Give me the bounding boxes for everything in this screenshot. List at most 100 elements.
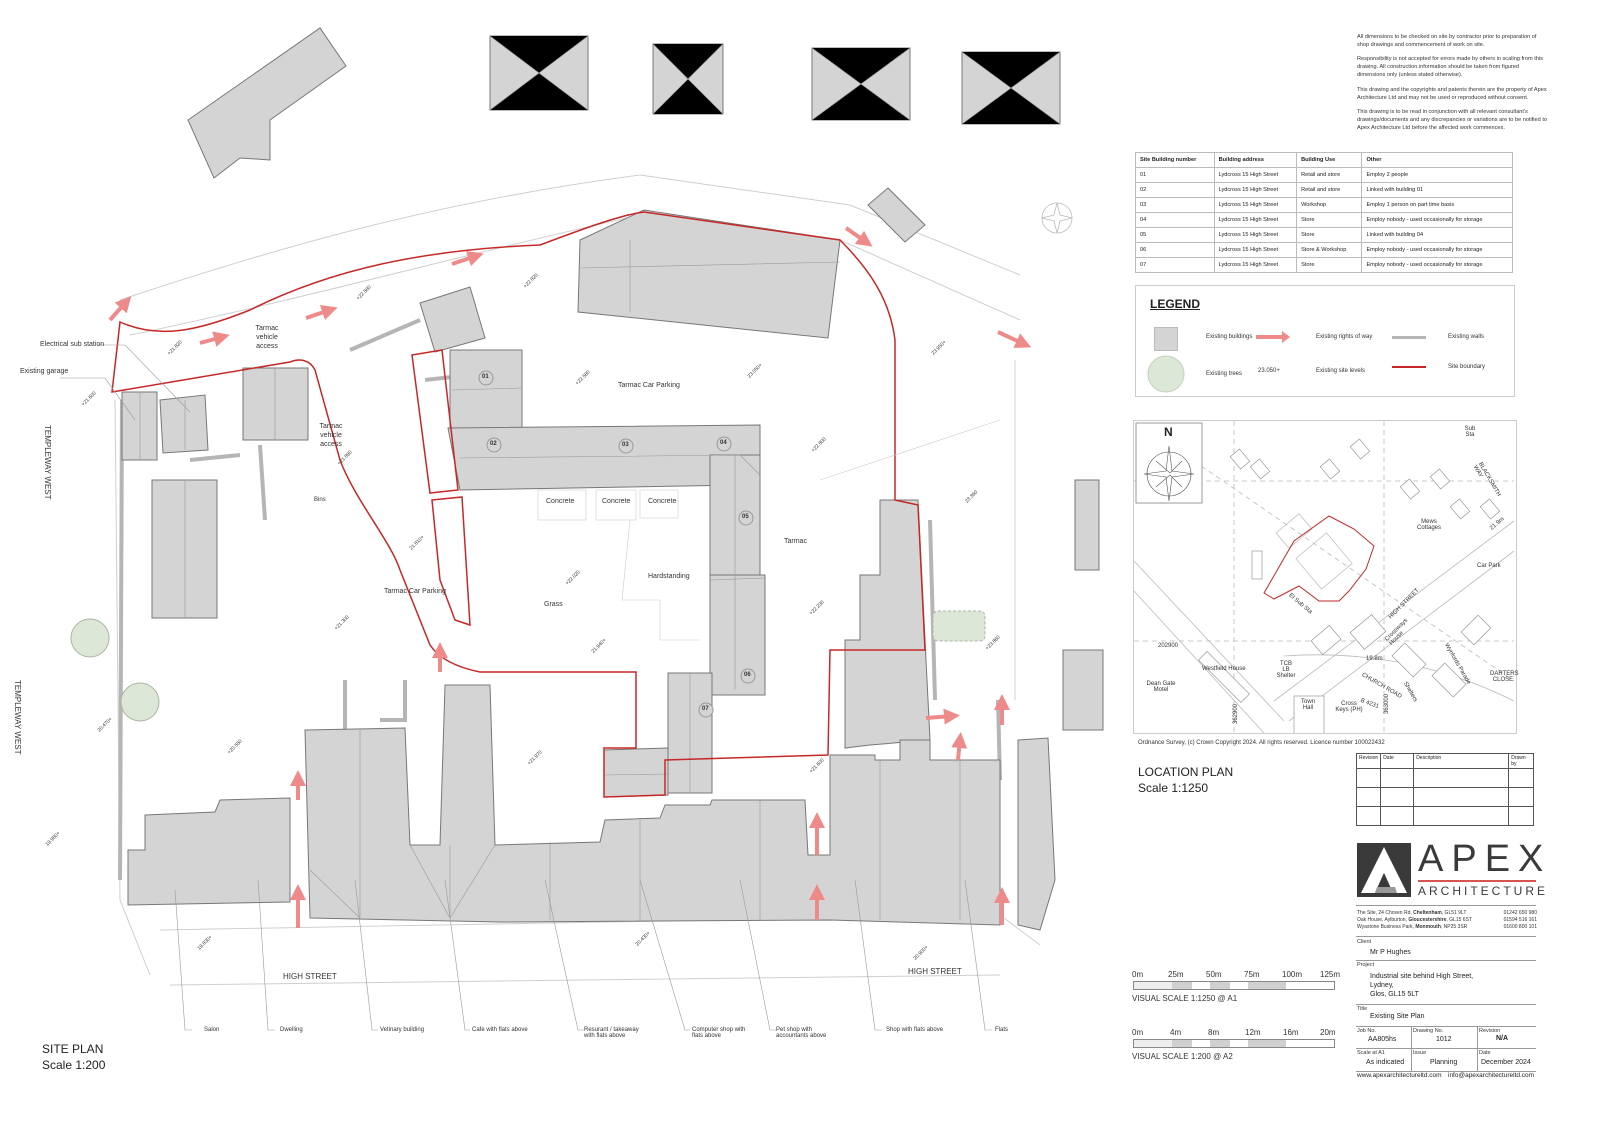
email-link[interactable]: info@apexarchitectureltd.com [1448,1072,1535,1079]
table-row [1355,787,1534,807]
table-row [1355,806,1534,826]
cell: Store [1296,227,1363,243]
area-tarmac: Tarmac [784,538,807,545]
use-salon: Salon [204,1027,220,1033]
map-label-town-hall: Town Hall [1300,699,1315,711]
area-bins: Bins [314,497,326,503]
scale-bar-graphic [1133,981,1335,990]
location-plan-heading: LOCATION PLAN [1138,765,1234,779]
use-computer-shop: Computer shop with flats above [692,1027,746,1039]
note: All dimensions to be checked on site by … [1357,34,1537,49]
title-block-grid: Job No. AA805hs Drawing No. 1012 Revisio… [1356,1026,1536,1072]
column-header: Date [1380,753,1415,769]
building-number-05: 05 [742,514,749,520]
cell: 01 [1135,167,1215,183]
callout-garage: Existing garage [20,368,69,375]
scale-label: VISUAL SCALE 1:200 @ A2 [1132,1052,1233,1061]
cell: Employ nobody - used occasionally for st… [1361,242,1513,258]
scale-tick: 50m [1206,970,1222,979]
map-label-tcb: TCB LB Shelter [1274,661,1298,679]
client-value: Mr P Hughes [1370,949,1411,956]
right-of-way-arrow-icon [1256,331,1290,343]
location-map-drawing [1133,421,1515,737]
website-link[interactable]: www.apexarchitectureltd.com [1357,1072,1442,1079]
drawing-notes: All dimensions to be checked on site by … [1357,33,1547,138]
location-plan-map: N Sub Sta Mews Cottages BLACKSMITH WAY 2… [1133,420,1519,737]
compass-rose-icon [1143,445,1195,502]
legend-boundary: Site boundary [1448,364,1486,370]
column-header: Building Use [1296,152,1363,168]
cell: Store [1296,257,1363,273]
map-label-tcb-3: Shelter [1276,673,1296,679]
scale-tick: 8m [1208,1028,1220,1037]
road-templeway-west-1: TEMPLEWAY WEST [43,425,52,500]
area-concrete-2: Concrete [602,498,631,505]
use-restaurant: Resurant / takeaway with flats above [584,1027,639,1039]
map-label-dean-gate: Dean Gate Motel [1146,681,1176,693]
map-label-tcb-2: LB [1282,667,1290,673]
column-header: Site Building number [1135,152,1215,168]
area-concrete-3: Concrete [648,498,677,505]
table-header-row: Site Building number Building address Bu… [1135,152,1513,168]
cell: Retail and store [1296,167,1363,183]
legend-walls: Existing walls [1448,334,1485,340]
scale-tick: 25m [1168,970,1184,979]
table-header-row: Revision Date Description Drawn by [1355,753,1534,769]
callout-sub-station: Electrical sub station [40,341,105,348]
map-label-darters: DARTERS CLOSE [1490,671,1519,683]
building-number-markers [478,370,756,718]
column-header: Building address [1213,152,1298,168]
legend-trees: Existing trees [1206,371,1243,377]
legend: LEGEND Existing buildings Existing right… [1135,285,1515,397]
drawing-no-label: Drawing No. [1413,1028,1444,1034]
legend-level-sample: 23.050+ [1258,368,1280,374]
logo-word: APEX [1418,838,1552,880]
building-number-01: 01 [482,374,489,380]
cell: Workshop [1296,197,1363,213]
area-hardstanding: Hardstanding [648,573,690,580]
building-number-06: 06 [744,672,751,678]
site-buildings [121,209,1056,931]
project-value: Industrial site behind High Street, Lydn… [1370,972,1473,999]
job-no-value: AA805hs [1368,1036,1397,1043]
logo-accent-line [1418,880,1536,882]
address-line: Wyastone Business Park, Monmouth, NP25 3… [1357,924,1537,930]
cell: 03 [1135,197,1215,213]
title-label: Title [1357,1006,1368,1012]
wall-line-icon [1392,336,1426,339]
site-boundary [111,211,926,798]
site-north-arrow [1041,202,1073,234]
address-line: Oak House, Aylburton, Gloucestershire, G… [1357,917,1537,923]
scale-tick: 16m [1283,1028,1299,1037]
column-header: Drawn by [1508,753,1534,769]
map-label-sub-sta: Sub Sta [1464,426,1476,438]
site-plan-scale: Scale 1:200 [42,1057,106,1072]
address-line: The Site, 24 Chosen Rd, Cheltenham, GL51… [1357,910,1537,916]
note: This drawing is to be read in conjunctio… [1357,108,1547,131]
site-plan-title: SITE PLAN Scale 1:200 [42,1042,105,1073]
column-header: Description [1413,753,1510,769]
issue-label: Issue [1413,1050,1427,1056]
legend-buildings: Existing buildings [1206,334,1253,340]
column-header: Revision [1355,753,1382,769]
revision-label: Revision [1479,1028,1501,1034]
legend-title: LEGEND [1150,297,1201,311]
boundary-line-icon [1392,366,1426,368]
cell: Store [1296,212,1363,228]
area-grass: Grass [544,601,563,608]
use-dwelling: Dwelling [280,1027,303,1033]
location-plan-title: LOCATION PLAN Scale 1:1250 [1138,765,1233,796]
location-north-label: N [1164,425,1173,439]
tree-icon [1147,355,1185,393]
area-tarmac-access-2: Tarmac vehicle access [319,423,343,449]
cell: 05 [1135,227,1215,243]
project-line: Glos, GL15 5LT [1370,991,1419,999]
scale-tick: 0m [1132,970,1144,979]
cell: Employ 1 person on part time basis [1361,197,1513,213]
